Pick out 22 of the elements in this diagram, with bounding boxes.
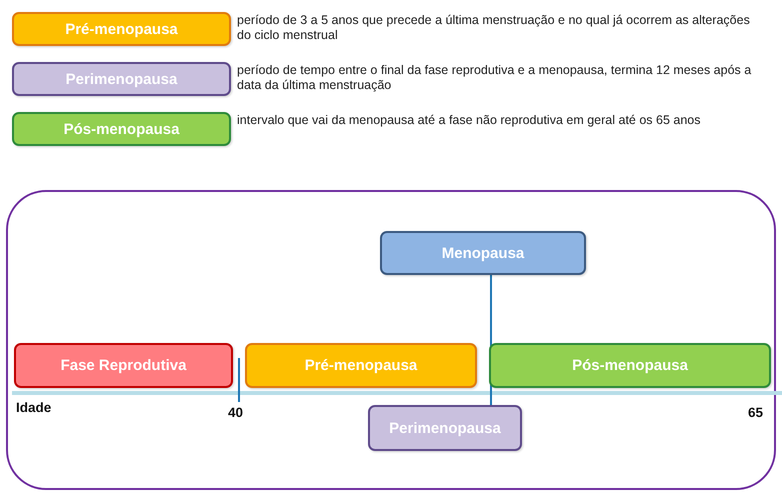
phase-label: Pós-menopausa bbox=[64, 120, 180, 138]
phase-box bbox=[245, 343, 477, 388]
phase-label: Perimenopausa bbox=[389, 420, 501, 436]
axis-label: 40 bbox=[228, 405, 244, 420]
phase-label: Perimenopausa bbox=[66, 70, 178, 88]
phase-box bbox=[489, 343, 771, 388]
phase-box bbox=[368, 405, 522, 451]
axis-label: Idade bbox=[16, 400, 52, 415]
phase-description: intervalo que vai da menopausa até a fase não reprodutiva em geral até os 65 anos bbox=[237, 113, 702, 128]
phase-box bbox=[12, 112, 231, 146]
phase-description: período de 3 a 5 anos que precede a última menstruação e no qual já ocorrem as alterações do ciclo menstrual bbox=[237, 13, 751, 43]
phase-label: Pré-menopausa bbox=[304, 357, 418, 374]
phase-box bbox=[14, 343, 233, 388]
phase-box bbox=[12, 12, 231, 46]
axis-label: 65 bbox=[748, 405, 764, 420]
phase-box bbox=[12, 62, 231, 96]
phase-box bbox=[380, 231, 586, 275]
phase-label: Pós-menopausa bbox=[572, 357, 688, 374]
phase-label: Fase Reprodutiva bbox=[60, 357, 186, 374]
phase-label: Pré-menopausa bbox=[65, 20, 178, 38]
phase-label: Menopausa bbox=[442, 244, 524, 262]
phase-description: período de tempo entre o final da fase reprodutiva e a menopausa, termina 12 meses após a data da última menstruação bbox=[237, 63, 752, 93]
